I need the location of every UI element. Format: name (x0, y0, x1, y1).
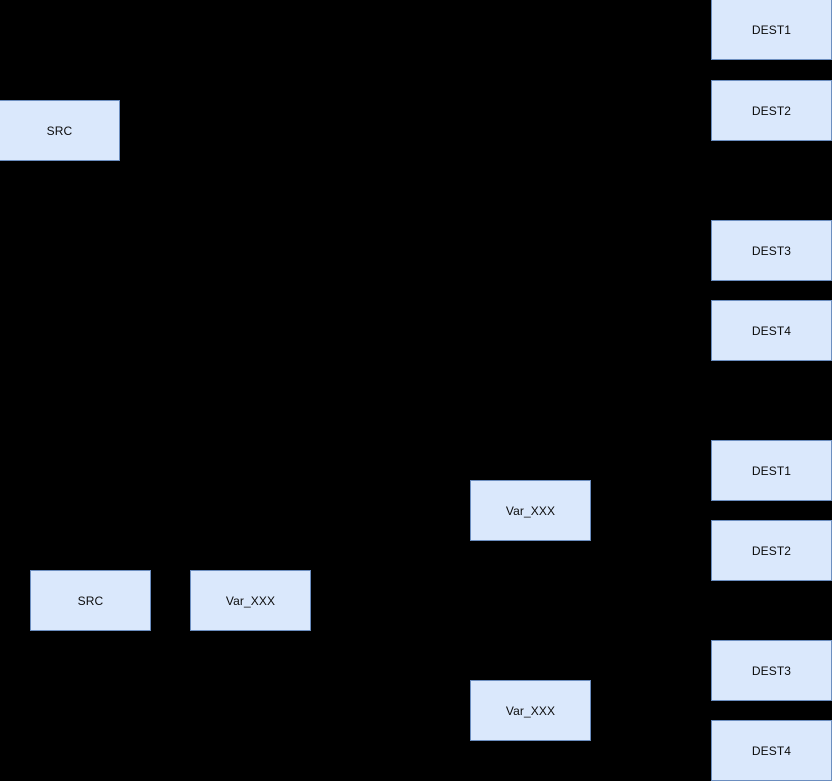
node-label: DEST1 (751, 463, 792, 478)
node-dest2-bottom[interactable]: DEST2 (711, 520, 832, 581)
node-var-left[interactable]: Var_XXX (190, 570, 311, 631)
node-var-mid-lower[interactable]: Var_XXX (470, 680, 591, 741)
node-label: DEST2 (751, 103, 792, 118)
node-dest4-bottom[interactable]: DEST4 (711, 720, 832, 781)
node-dest2-top[interactable]: DEST2 (711, 80, 832, 141)
node-label: Var_XXX (505, 703, 556, 718)
node-label: SRC (77, 593, 104, 608)
node-label: DEST3 (751, 243, 792, 258)
node-dest3-top[interactable]: DEST3 (711, 220, 832, 281)
node-src-top[interactable]: SRC (0, 100, 120, 161)
node-label: Var_XXX (505, 503, 556, 518)
node-dest1-bottom[interactable]: DEST1 (711, 440, 832, 501)
node-dest1-top[interactable]: DEST1 (711, 0, 832, 60)
node-dest4-top[interactable]: DEST4 (711, 300, 832, 361)
node-var-mid-upper[interactable]: Var_XXX (470, 480, 591, 541)
node-label: DEST1 (751, 22, 792, 37)
node-dest3-bottom[interactable]: DEST3 (711, 640, 832, 701)
node-label: DEST4 (751, 323, 792, 338)
node-src-bottom[interactable]: SRC (30, 570, 151, 631)
node-label: DEST2 (751, 543, 792, 558)
node-label: DEST3 (751, 663, 792, 678)
node-label: SRC (46, 123, 73, 138)
node-label: DEST4 (751, 743, 792, 758)
node-label: Var_XXX (225, 593, 276, 608)
